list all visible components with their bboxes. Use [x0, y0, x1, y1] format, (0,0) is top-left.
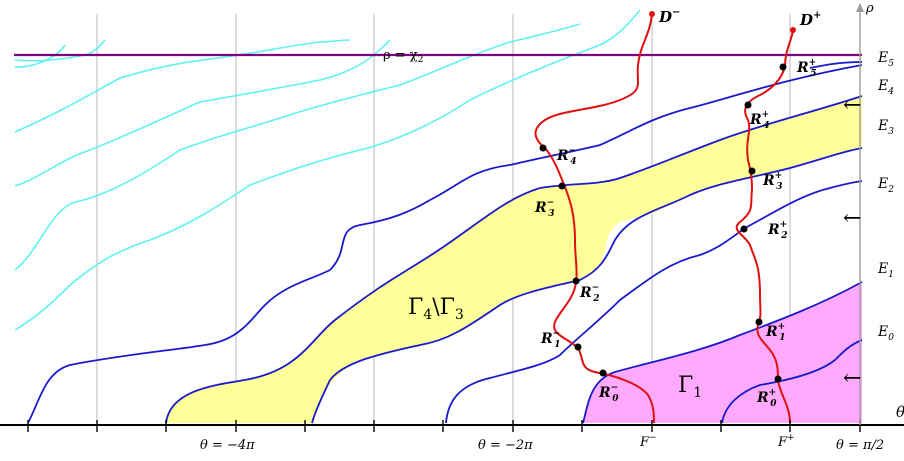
- r3-minus-label: R−3: [534, 198, 554, 219]
- d-plus-point: [790, 27, 796, 33]
- rho-axis-label: ρ: [865, 1, 874, 16]
- energy-label-e4: E4: [877, 78, 894, 97]
- r0-minus-label: R−0: [598, 383, 619, 404]
- region-gamma4-gamma3-label: Γ4\Γ3: [408, 295, 464, 323]
- energy-label-e3: E3: [877, 118, 894, 137]
- intersection-points: [539, 63, 787, 383]
- theta-pi-half-label: θ = π/2: [836, 438, 884, 453]
- r4-minus-label: R−4: [556, 146, 576, 167]
- d-minus-point: [649, 11, 655, 17]
- r0-plus-label: R+0: [756, 388, 777, 409]
- r3-plus-label: R+3: [762, 171, 782, 192]
- energy-label-e0: E0: [877, 324, 894, 343]
- theta-axis-ticks: [27, 420, 861, 432]
- region-gamma1-label: Γ1: [678, 373, 702, 401]
- rho-chi2-label: ρ = χ2: [383, 48, 423, 65]
- r5-plus-label: R+5: [796, 58, 816, 79]
- left-arrow-middle: ←: [843, 206, 861, 231]
- d-minus-label: D−: [658, 7, 680, 26]
- theta-axis-label: θ: [896, 403, 904, 421]
- grid-lines: [96, 14, 791, 425]
- energy-label-e2: E2: [877, 176, 894, 195]
- region-gamma4-minus-gamma3: [166, 96, 862, 423]
- r4-plus-label: R+4: [749, 110, 769, 131]
- rho-axis-arrowhead: [856, 3, 864, 12]
- r1-plus-label: R+1: [765, 322, 785, 343]
- d-plus-label: D+: [799, 10, 821, 29]
- region-gamma1: [583, 282, 862, 423]
- f-plus-label: F+: [777, 433, 795, 450]
- energy-label-e5: E5: [877, 50, 894, 69]
- f-minus-label: F−: [639, 433, 657, 450]
- energy-label-e1: E1: [877, 261, 894, 280]
- theta-minus-4pi-label: θ = −4π: [200, 438, 255, 453]
- r2-minus-label: R−2: [579, 283, 599, 304]
- theta-minus-2pi-label: θ = −2π: [478, 438, 533, 453]
- r1-minus-label: R−1: [540, 329, 560, 350]
- r2-plus-label: R+2: [767, 220, 787, 241]
- blue-curves: [27, 61, 863, 424]
- left-arrow-lower: ←: [843, 366, 861, 391]
- left-arrow-upper: ←: [843, 93, 861, 118]
